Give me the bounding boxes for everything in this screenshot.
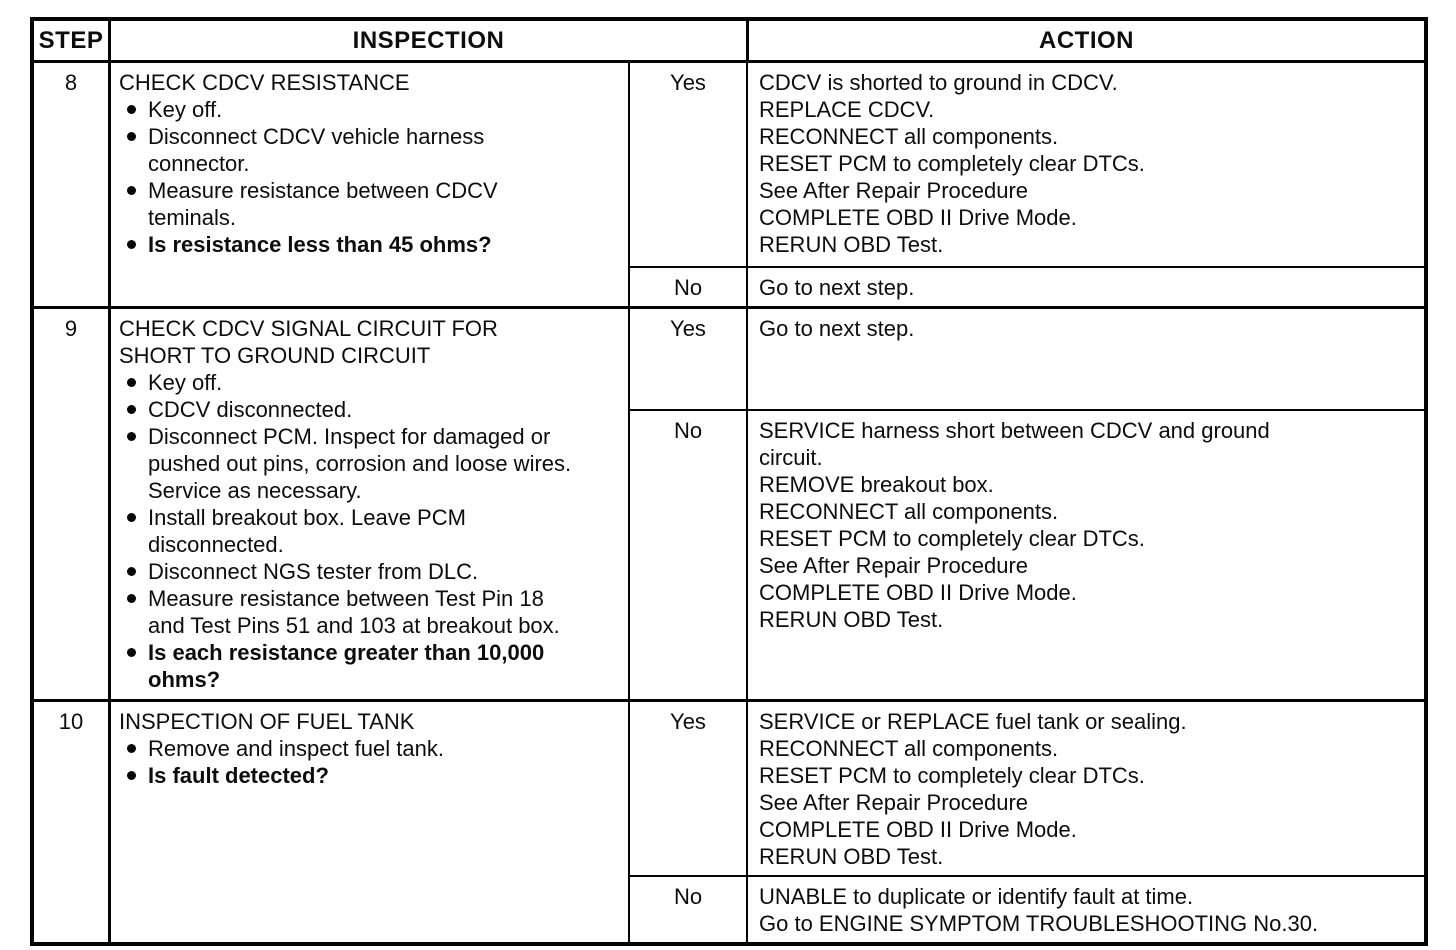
inspection-title: INSPECTION OF FUEL TANK bbox=[119, 709, 415, 734]
inspection-bullet-list: Remove and inspect fuel tank. Is fault d… bbox=[119, 735, 624, 789]
inspection-question-bullet: Is each resistance greater than 10,000 o… bbox=[119, 639, 624, 693]
inspection-bullet: Disconnect CDCV vehicle harness connecto… bbox=[119, 123, 624, 177]
inspection-title: CHECK CDCV RESISTANCE bbox=[119, 70, 410, 95]
inspection-cell: CHECK CDCV SIGNAL CIRCUIT FOR SHORT TO G… bbox=[108, 309, 628, 699]
table-row-step-8: 8 CHECK CDCV RESISTANCE Key off. Disconn… bbox=[34, 63, 1424, 306]
header-inspection: INSPECTION bbox=[108, 21, 746, 60]
inspection-bullet: Disconnect NGS tester from DLC. bbox=[119, 558, 624, 585]
inspection-bullet: CDCV disconnected. bbox=[119, 396, 624, 423]
inspection-bullet: Remove and inspect fuel tank. bbox=[119, 735, 624, 762]
yes-label: Yes bbox=[628, 702, 746, 875]
inspection-question-bullet: Is fault detected? bbox=[119, 762, 624, 789]
header-step: STEP bbox=[38, 27, 104, 54]
no-action-cell: UNABLE to duplicate or identify fault at… bbox=[746, 875, 1424, 942]
yes-label: Yes bbox=[628, 309, 746, 409]
no-label: No bbox=[628, 409, 746, 699]
inspection-title: CHECK CDCV SIGNAL CIRCUIT FOR SHORT TO G… bbox=[119, 316, 498, 368]
table-header-row: STEP INSPECTION ACTION bbox=[34, 21, 1424, 63]
yes-action-cell: SERVICE or REPLACE fuel tank or sealing.… bbox=[746, 702, 1424, 875]
inspection-cell: INSPECTION OF FUEL TANK Remove and inspe… bbox=[108, 702, 628, 942]
inspection-bullet: Key off. bbox=[119, 96, 624, 123]
table-row-step-9: 9 CHECK CDCV SIGNAL CIRCUIT FOR SHORT TO… bbox=[34, 306, 1424, 699]
no-action-cell: Go to next step. bbox=[746, 266, 1424, 306]
inspection-cell: CHECK CDCV RESISTANCE Key off. Disconnec… bbox=[108, 63, 628, 306]
inspection-bullet-list: Key off. CDCV disconnected. Disconnect P… bbox=[119, 369, 624, 693]
inspection-bullet: Measure resistance between Test Pin 18 a… bbox=[119, 585, 624, 639]
no-label: No bbox=[628, 875, 746, 942]
inspection-bullet: Measure resistance between CDCV teminals… bbox=[119, 177, 624, 231]
inspection-bullet: Disconnect PCM. Inspect for damaged or p… bbox=[119, 423, 624, 504]
step-number: 9 bbox=[64, 316, 78, 341]
inspection-question-bullet: Is resistance less than 45 ohms? bbox=[119, 231, 624, 258]
step-number: 10 bbox=[58, 709, 84, 734]
no-label: No bbox=[628, 266, 746, 306]
yes-label: Yes bbox=[628, 63, 746, 266]
step-number: 8 bbox=[64, 70, 78, 95]
header-action: ACTION bbox=[746, 21, 1424, 60]
inspection-bullet: Key off. bbox=[119, 369, 624, 396]
troubleshooting-table: STEP INSPECTION ACTION 8 CHECK CDCV RESI… bbox=[30, 17, 1428, 946]
inspection-bullet: Install breakout box. Leave PCM disconne… bbox=[119, 504, 624, 558]
yes-action-cell: Go to next step. bbox=[746, 309, 1424, 409]
no-action-cell: SERVICE harness short between CDCV and g… bbox=[746, 409, 1424, 699]
yes-action-cell: CDCV is shorted to ground in CDCV. REPLA… bbox=[746, 63, 1424, 266]
inspection-bullet-list: Key off. Disconnect CDCV vehicle harness… bbox=[119, 96, 624, 258]
table-row-step-10: 10 INSPECTION OF FUEL TANK Remove and in… bbox=[34, 699, 1424, 942]
